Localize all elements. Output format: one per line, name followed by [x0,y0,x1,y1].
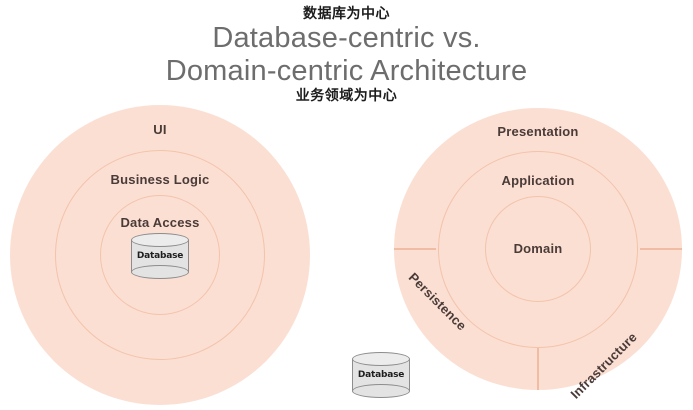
cylinder-bottom-ellipse [352,384,410,398]
chinese-subtitle-top: 数据库为中心 [303,6,390,22]
ring-domain[interactable] [485,196,591,302]
page-title-line-2: Domain-centric Architecture [165,55,528,88]
ring-label-ui: UI [153,122,167,137]
page-title: Database-centric vs. Domain-centric Arch… [0,22,693,89]
ring-label-presentation: Presentation [497,124,579,139]
divider-left [394,248,436,250]
ring-label-data-access: Data Access [120,215,200,230]
cylinder-top-ellipse [352,352,410,366]
database-cylinder-inner[interactable]: Database [131,233,189,279]
cylinder-top-ellipse [131,233,189,247]
page-title-line-1: Database-centric vs. [212,22,481,54]
chinese-subtitle-bottom: 业务领域为中心 [295,88,398,104]
database-cylinder-external[interactable]: Database [352,352,410,398]
ring-label-domain: Domain [513,241,563,256]
database-cylinder-label: Database [136,251,184,261]
divider-right [640,248,682,250]
domain-centric-diagram: Presentation Application Domain Persiste… [394,108,682,402]
ring-label-business-logic: Business Logic [110,172,210,187]
ring-label-application: Application [501,173,575,188]
divider-bottom [537,347,539,390]
cylinder-bottom-ellipse [131,265,189,279]
database-cylinder-label: Database [357,370,405,380]
database-centric-diagram: UI Business Logic Data Access Database [10,105,310,405]
